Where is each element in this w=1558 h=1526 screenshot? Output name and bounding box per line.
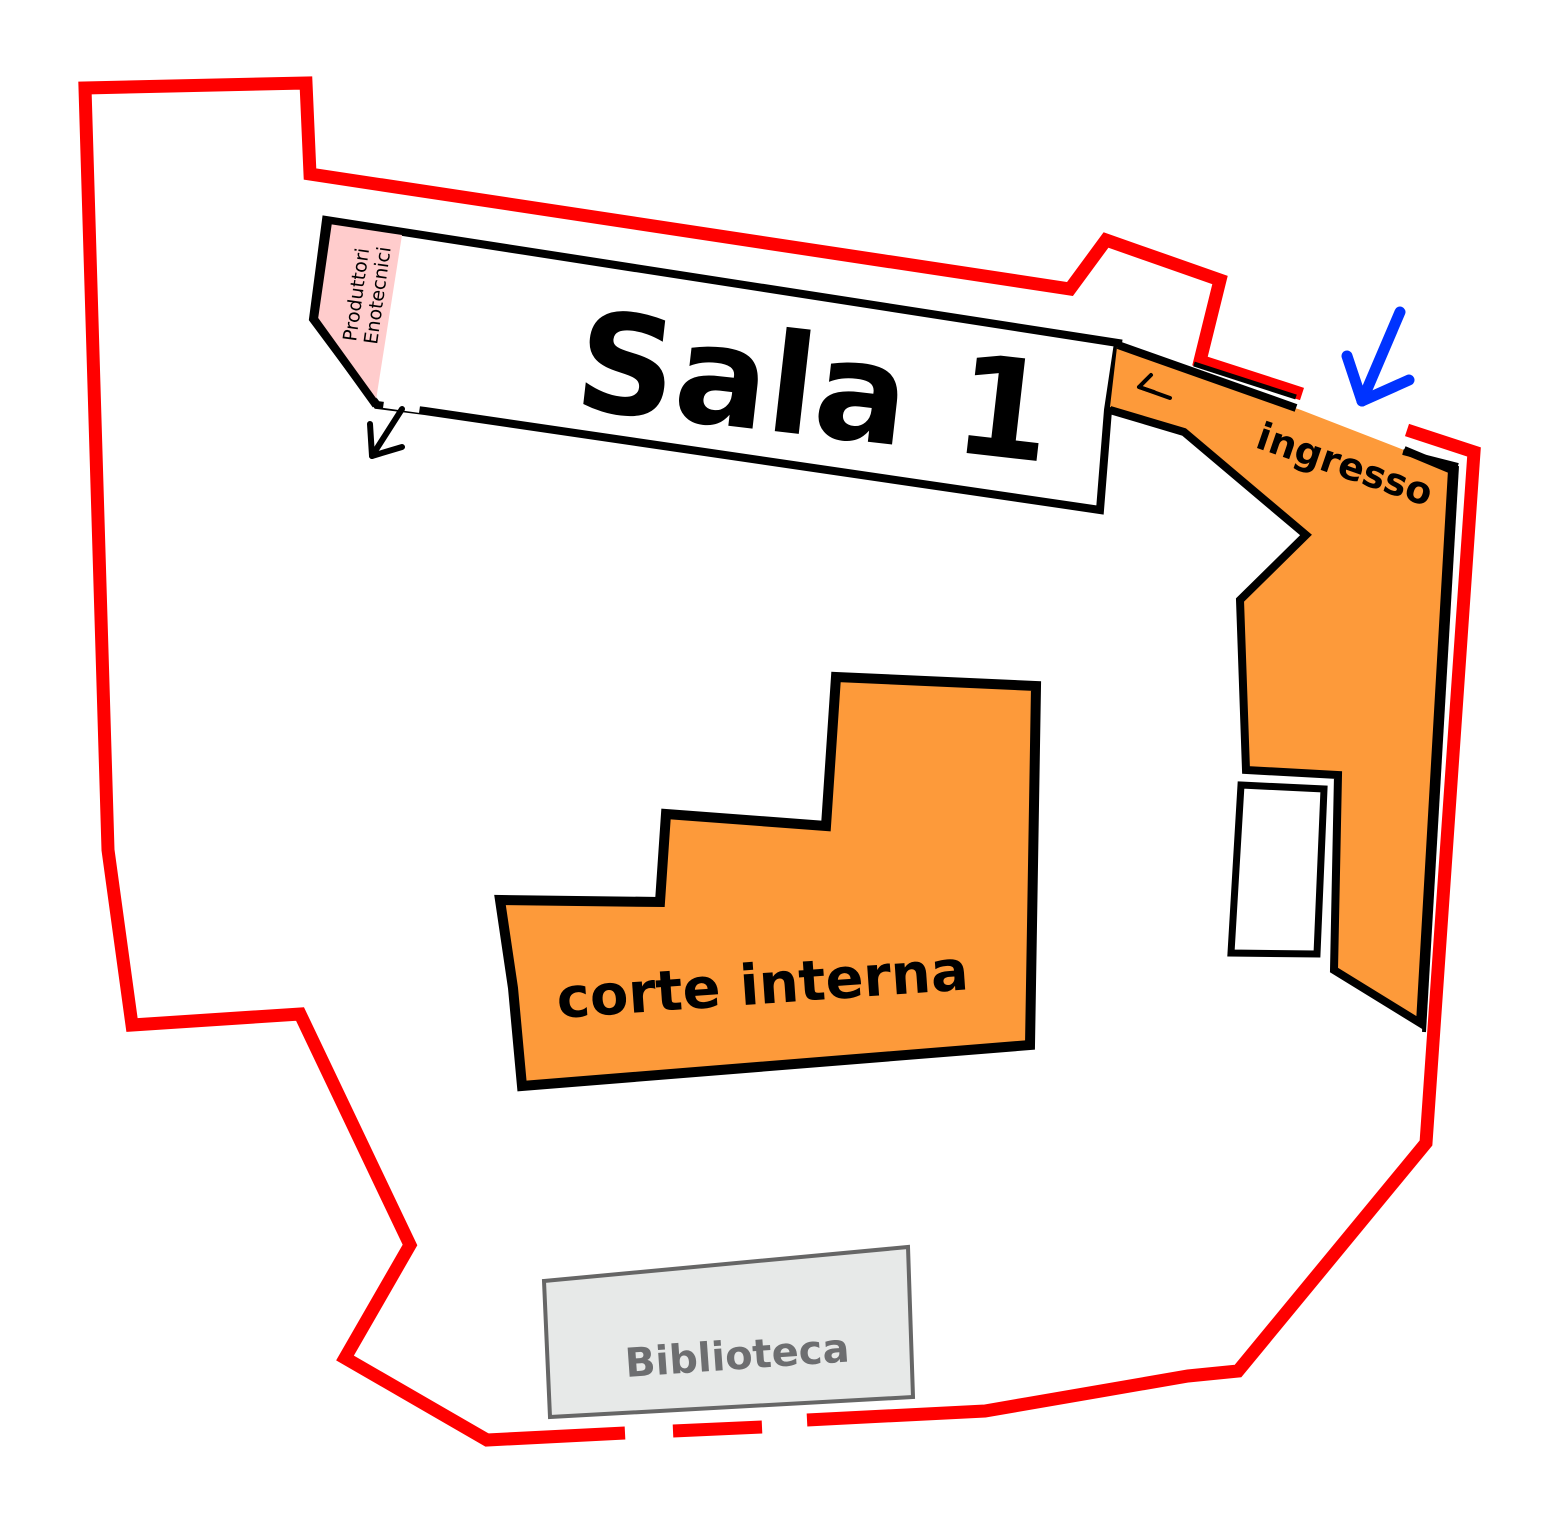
ingresso-outer-wall bbox=[1193, 361, 1297, 400]
ingresso-corridor-outline bbox=[1108, 406, 1457, 1030]
ingresso-east-outer-wall bbox=[1422, 465, 1459, 1033]
sala1-exit-gap bbox=[383, 394, 421, 413]
entrance-arrow-icon bbox=[1341, 306, 1415, 407]
produttori-wall bbox=[309, 221, 380, 408]
perimeter-east-segment bbox=[806, 423, 1481, 1427]
arrow-left-icon bbox=[1137, 373, 1172, 400]
ingresso-north-wall bbox=[1116, 341, 1298, 412]
venue-perimeter bbox=[78, 76, 1481, 1447]
service-room bbox=[1227, 781, 1328, 958]
perimeter-main-segment bbox=[78, 76, 1305, 1447]
ingresso-door-wall bbox=[1402, 449, 1459, 469]
ingresso-corridor[interactable] bbox=[1110, 347, 1452, 1023]
corte-interna-area[interactable] bbox=[494, 671, 1042, 1092]
produttori-area[interactable] bbox=[314, 224, 402, 400]
arrow-icon bbox=[367, 406, 405, 459]
sala1-label: Sala 1 bbox=[568, 281, 1060, 495]
perimeter-gate-segment bbox=[672, 1420, 763, 1438]
biblioteca-room[interactable] bbox=[541, 1244, 916, 1420]
